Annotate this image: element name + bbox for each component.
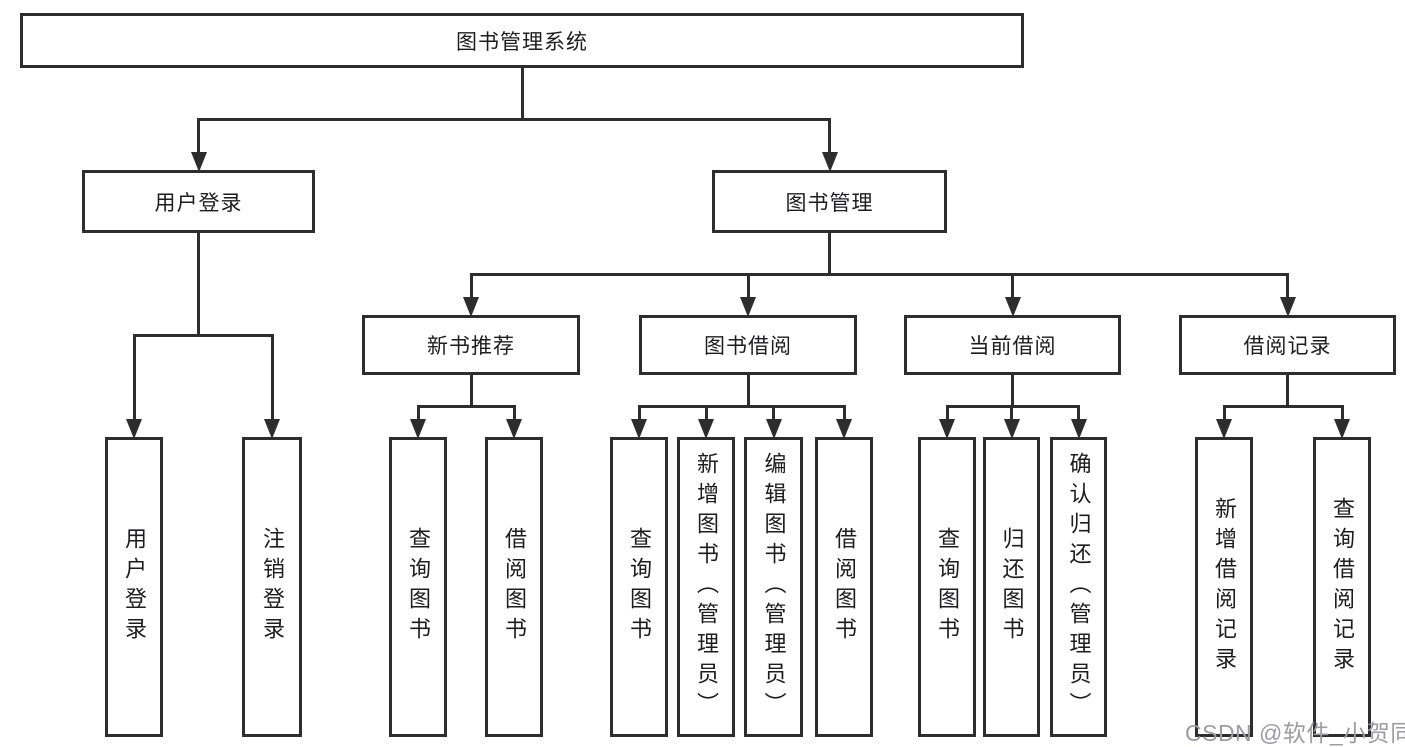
connector-stem-leaf-borrow-book-1 <box>512 406 516 421</box>
node-label: 新增借阅记录 <box>1212 497 1237 677</box>
connector-arrowhead-down-icon <box>740 297 756 317</box>
connector-split-user-login <box>132 333 274 337</box>
connector-arrowhead-down-icon <box>506 419 522 439</box>
node-borrow-records: 借阅记录 <box>1179 315 1396 375</box>
connector-split-book-borrow <box>637 404 846 408</box>
node-leaf-edit-book: 编辑图书（管理员） <box>744 437 803 737</box>
connector-stem-leaf-query-book-3 <box>945 406 949 421</box>
connector-stem-leaf-query-record <box>1340 406 1344 421</box>
node-label: 用户登录 <box>122 527 147 647</box>
node-current-borrow: 当前借阅 <box>904 315 1121 375</box>
connector-stub-book-borrow <box>746 373 750 407</box>
node-label: 新书推荐 <box>427 335 515 358</box>
connector-stub-current-borrow <box>1011 373 1014 407</box>
connector-arrowhead-down-icon <box>1003 419 1020 439</box>
node-leaf-add-record: 新增借阅记录 <box>1195 437 1253 737</box>
node-leaf-return-book: 归还图书 <box>983 437 1040 737</box>
node-root: 图书管理系统 <box>20 13 1024 68</box>
connector-stem-leaf-add-book <box>704 406 708 421</box>
node-leaf-borrow-book-2: 借阅图书 <box>815 437 873 737</box>
connector-arrowhead-down-icon <box>1334 419 1350 439</box>
node-label: 用户登录 <box>154 191 243 215</box>
node-leaf-query-book-1: 查询图书 <box>389 437 447 737</box>
node-label: 图书管理 <box>785 191 874 215</box>
connector-arrowhead-down-icon <box>463 297 479 317</box>
connector-split-book-mgmt <box>469 272 1289 276</box>
connector-arrowhead-down-icon <box>264 419 280 439</box>
connector-arrowhead-down-icon <box>836 419 852 439</box>
connector-stub-root <box>520 66 524 120</box>
node-leaf-query-book-3: 查询图书 <box>918 437 976 737</box>
connector-stem-leaf-borrow-book-2 <box>842 406 846 421</box>
connector-stem-new-book-rec <box>469 274 473 299</box>
connector-split-root <box>197 117 831 121</box>
node-label: 新增图书（管理员） <box>694 452 719 722</box>
node-label: 归还图书 <box>999 527 1025 647</box>
connector-arrowhead-down-icon <box>1070 419 1087 439</box>
node-book-mgmt: 图书管理 <box>712 170 947 233</box>
connector-stem-leaf-return-book <box>1010 406 1013 421</box>
node-leaf-add-book: 新增图书（管理员） <box>677 437 735 737</box>
node-label: 借阅记录 <box>1243 335 1332 358</box>
connector-arrowhead-down-icon <box>939 419 955 439</box>
connector-arrowhead-down-icon <box>765 419 782 439</box>
node-label: 查询图书 <box>935 527 960 647</box>
connector-arrowhead-down-icon <box>1279 297 1296 317</box>
connector-stem-leaf-confirm-return <box>1077 406 1080 421</box>
connector-arrowhead-down-icon <box>821 152 838 172</box>
node-label: 查询借阅记录 <box>1330 497 1355 677</box>
connector-stub-new-book-rec <box>469 373 473 407</box>
connector-stem-leaf-edit-book <box>772 406 775 421</box>
node-leaf-query-book-2: 查询图书 <box>610 437 668 737</box>
node-label: 查询图书 <box>627 527 652 647</box>
connector-arrowhead-down-icon <box>1004 297 1021 317</box>
node-label: 借阅图书 <box>832 527 857 647</box>
csdn-watermark: CSDN @软件_小贺同学 <box>1185 720 1405 746</box>
connector-arrowhead-down-icon <box>126 419 142 439</box>
connector-stem-leaf-query-book-1 <box>416 406 420 421</box>
connector-arrowhead-down-icon <box>631 419 647 439</box>
connector-arrowhead-down-icon <box>190 152 207 172</box>
connector-stub-borrow-records <box>1286 373 1289 407</box>
node-book-borrow: 图书借阅 <box>639 315 857 375</box>
connector-stem-book-borrow <box>746 274 750 299</box>
connector-stem-leaf-query-book-2 <box>637 406 641 421</box>
connector-stem-borrow-records <box>1286 274 1289 299</box>
node-label: 注销登录 <box>260 527 285 647</box>
node-label: 借阅图书 <box>502 527 527 647</box>
node-label: 图书管理系统 <box>456 30 588 54</box>
connector-split-new-book-rec <box>416 404 516 408</box>
node-label: 查询图书 <box>406 527 431 647</box>
node-user-login: 用户登录 <box>82 170 315 233</box>
connector-stem-leaf-add-record <box>1222 406 1226 421</box>
connector-arrowhead-down-icon <box>410 419 426 439</box>
node-new-book-rec: 新书推荐 <box>362 315 580 375</box>
connector-split-borrow-records <box>1222 404 1344 408</box>
node-leaf-borrow-book-1: 借阅图书 <box>485 437 543 737</box>
node-leaf-query-record: 查询借阅记录 <box>1313 437 1371 737</box>
connector-stem-leaf-user-login <box>132 335 136 421</box>
node-label: 编辑图书（管理员） <box>761 452 787 722</box>
node-leaf-user-login: 用户登录 <box>105 437 163 737</box>
connector-stub-user-login <box>197 231 200 336</box>
node-leaf-logout: 注销登录 <box>242 437 302 737</box>
connector-stem-leaf-logout <box>270 335 274 421</box>
node-leaf-confirm-return: 确认归还（管理员） <box>1050 437 1107 737</box>
node-label: 图书借阅 <box>704 335 792 358</box>
node-label: 当前借阅 <box>968 335 1057 358</box>
connector-stem-book-mgmt <box>828 119 831 154</box>
connector-arrowhead-down-icon <box>698 419 714 439</box>
connector-stem-current-borrow <box>1011 274 1014 299</box>
connector-stub-book-mgmt <box>828 231 831 275</box>
connector-arrowhead-down-icon <box>1216 419 1232 439</box>
node-label: 确认归还（管理员） <box>1066 452 1092 722</box>
connector-stem-user-login <box>197 119 200 154</box>
